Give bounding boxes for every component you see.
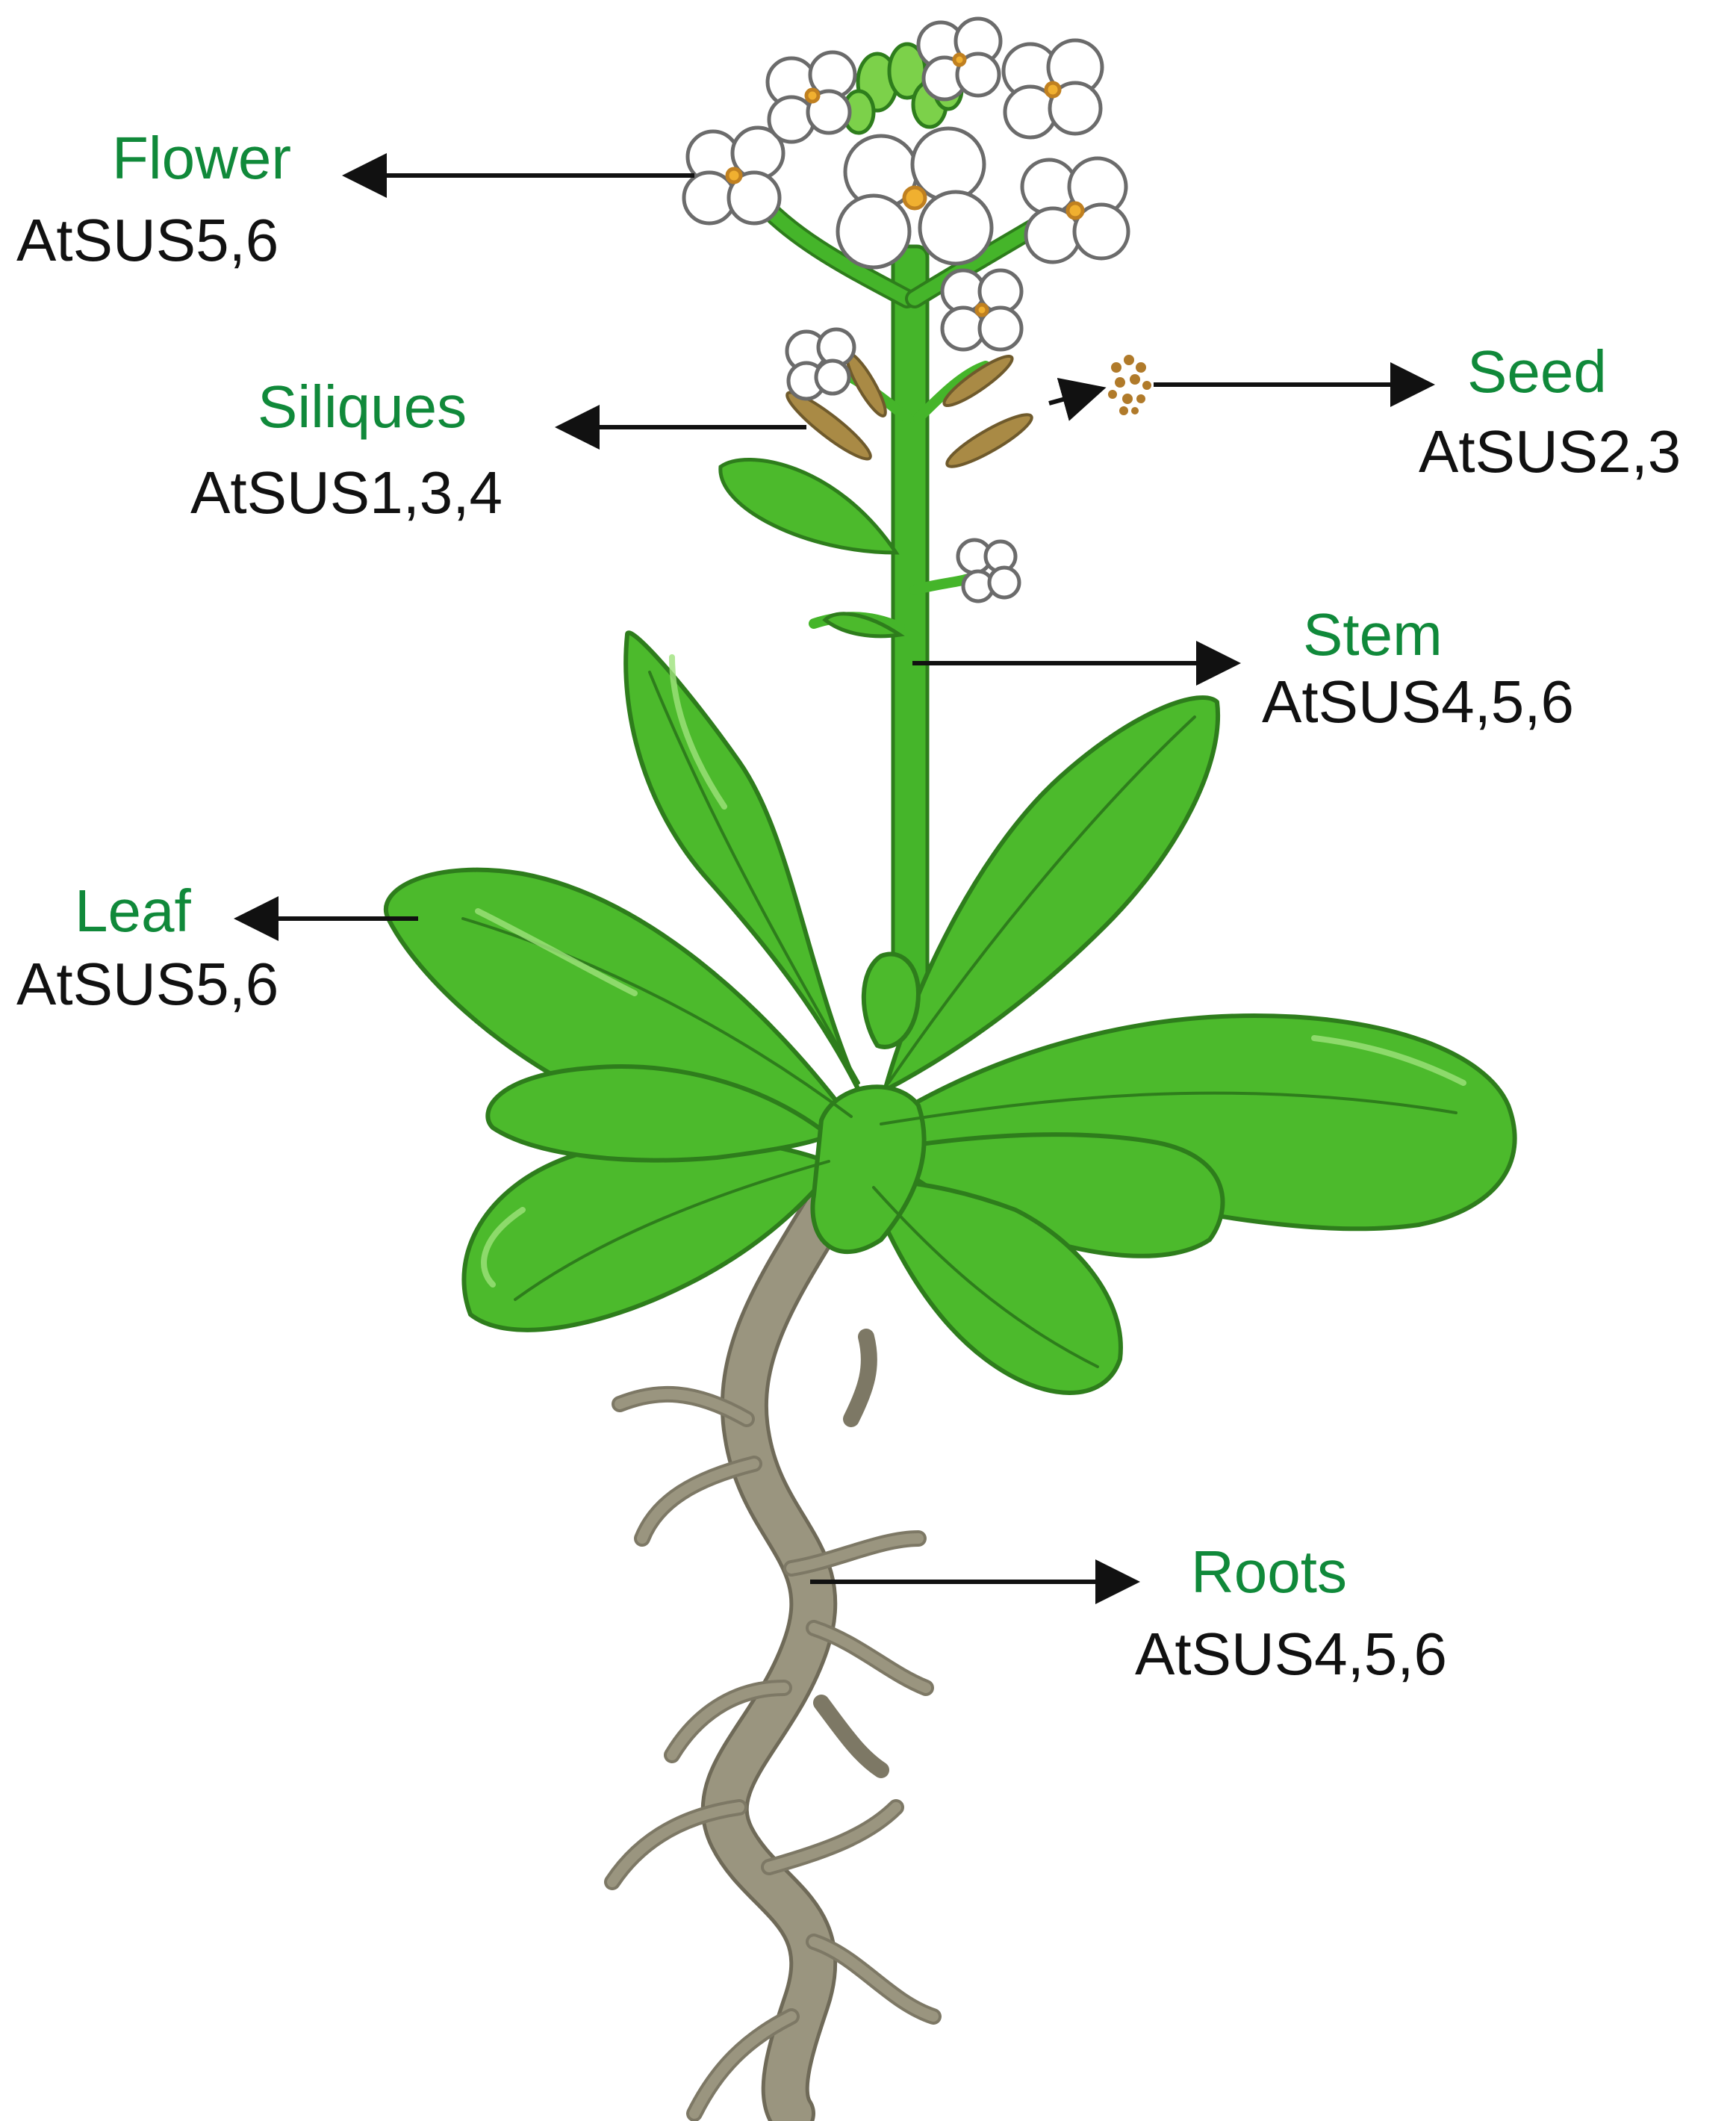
flower-siliques-left [785,327,856,401]
stem-label: Stem [1303,601,1443,668]
flower-low [956,538,1021,603]
seed-genes: AtSUS2,3 [1419,418,1681,485]
flower-label: Flower [112,125,292,191]
leaf-label: Leaf [75,878,191,944]
siliques-genes: AtSUS1,3,4 [190,459,503,526]
siliques-illustration [785,352,1033,468]
seed-to-seeds-arrow [1048,377,1107,421]
siliques-label: Siliques [258,373,467,440]
roots-illustration [604,1156,942,2121]
flowers-illustration [682,16,1130,603]
cauline-leaves-illustration [718,458,905,639]
leaf-highlights-illustration [475,654,1466,1288]
flower-top-right [916,16,1003,102]
stem-genes: AtSUS4,5,6 [1262,668,1575,735]
flower-middle-right [940,268,1024,352]
flower-top [836,126,994,270]
roots-genes: AtSUS4,5,6 [1135,1621,1448,1687]
flower-left [682,125,785,226]
rosette-leaves-illustration [384,630,1517,1395]
stem-illustration [744,184,1063,1010]
flower-right-lower [1020,156,1130,264]
seeds-illustration [1108,355,1151,415]
flower-genes: AtSUS5,6 [16,207,279,273]
leaf-genes: AtSUS5,6 [16,951,279,1017]
seed-label: Seed [1467,338,1607,405]
leaf-veins-illustration [461,671,1457,1368]
flower-right [1001,38,1104,140]
roots-label: Roots [1191,1538,1347,1605]
arrows [234,153,1435,1604]
flower-top-left [765,50,857,144]
